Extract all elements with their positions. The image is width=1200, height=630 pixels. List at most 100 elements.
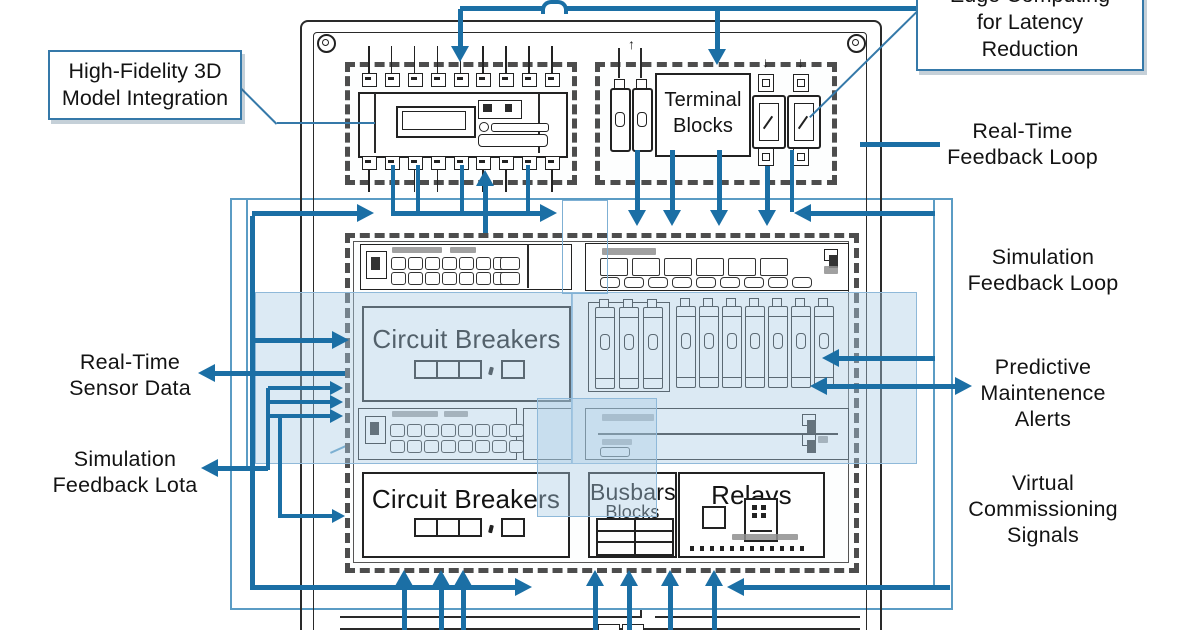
circuit-breakers-mid-box: Circuit Breakers	[362, 306, 571, 402]
wire-lower-left-vertical	[278, 416, 282, 518]
square-glyph	[501, 518, 525, 537]
terminal-cell	[475, 440, 490, 453]
terminal	[430, 46, 446, 87]
wire-bottom-up-1	[402, 585, 407, 630]
relay-dot	[800, 546, 804, 551]
square-glyph	[501, 360, 525, 379]
breaker-module	[595, 299, 615, 389]
cabinet-outer-frame	[300, 20, 882, 630]
strip4-right-mark-1	[802, 414, 816, 433]
callout-high-fidelity: High-Fidelity 3D Model Integration	[48, 50, 242, 120]
relay-dot	[720, 546, 724, 551]
arrowhead-right-lower	[332, 509, 345, 523]
breaker-switch-2	[787, 95, 821, 149]
loop-bottom-line	[230, 608, 953, 610]
arrowhead-left-sensor	[198, 364, 215, 382]
strip1-text-smudge-2	[450, 247, 476, 253]
wire-right-into-breakers-a	[838, 356, 935, 361]
relay-dot	[690, 546, 694, 551]
breaker-module	[619, 299, 639, 389]
loop-right-line-1	[933, 198, 935, 588]
terminal-cell	[459, 272, 474, 285]
terminal-cell	[408, 257, 423, 270]
terminal	[430, 156, 446, 192]
arrowhead-right-stack-2	[330, 395, 343, 409]
loop-top-line	[230, 198, 953, 200]
terminal-blocks-line2: Blocks	[672, 115, 734, 137]
wire-bottom-up-5	[627, 585, 632, 630]
busbars-title-line1: Busbars	[590, 479, 676, 505]
screw-icon-left	[317, 34, 336, 53]
terminal-cell	[424, 424, 439, 437]
breaker-switch-1	[752, 95, 786, 149]
callout-high-fidelity-line1: High-Fidelity 3D	[68, 59, 222, 83]
loop-left-line-2	[246, 198, 248, 470]
terminal	[522, 46, 538, 87]
wire-up-into-plc	[483, 186, 488, 233]
circuit-breakers-bottom-box: Circuit Breakers	[362, 472, 570, 558]
terminal-cell	[672, 277, 692, 288]
terminal	[476, 46, 492, 87]
busbars-box: Busbars Blocks	[588, 472, 677, 558]
arrowhead-up-plc	[476, 170, 494, 186]
comma-glyph	[488, 524, 494, 534]
terminal-cell	[476, 257, 491, 270]
callout-high-fidelity-line2: Model Integration	[61, 85, 229, 110]
busbar-icon-1	[596, 518, 636, 556]
bottom-clipped-box-1	[598, 624, 620, 630]
relay-dot	[740, 546, 744, 551]
arrowhead-left-breakers-b	[810, 377, 827, 395]
terminal-cell	[760, 258, 788, 276]
terminal	[453, 46, 469, 87]
terminal-cell	[768, 277, 788, 288]
terminal-cell	[407, 440, 422, 453]
terminal-cell	[425, 257, 440, 270]
breaker-array	[676, 298, 834, 388]
callout-edge-computing-line2: for Latency Reduction	[976, 9, 1084, 61]
terminal-cell	[632, 258, 660, 276]
relay-square	[702, 506, 726, 529]
strip2-cells-wide	[600, 258, 788, 276]
label-predictive-maintenance: Predictive Maintenence Alerts	[968, 354, 1118, 433]
label-line: Alerts	[1014, 407, 1072, 432]
terminal-cell	[475, 424, 490, 437]
arrowhead-right-center	[540, 204, 557, 222]
terminal	[362, 46, 377, 87]
strip2-cells-small	[600, 277, 812, 288]
wire-drop-right	[715, 9, 720, 50]
wire-left-feed-vertical	[266, 388, 270, 470]
breaker-module	[768, 298, 788, 388]
label-real-time-feedback: Real-Time Feedback Loop	[940, 118, 1105, 170]
overlay-connector-box	[562, 200, 608, 294]
square-glyph	[458, 360, 482, 379]
relay-dot	[710, 546, 714, 551]
terminal-cell	[442, 272, 457, 285]
cabinet-inner-frame	[313, 32, 867, 630]
strip1-cells-row-a	[391, 257, 508, 270]
switch-terminal-bottom-1	[758, 148, 774, 166]
terminal	[545, 46, 560, 87]
switch-terminal-top-2	[793, 74, 809, 92]
terminal-cell	[744, 277, 764, 288]
wire-bottom-up-3	[461, 585, 466, 630]
wire-sensor-out	[215, 371, 345, 376]
terminal-cell	[648, 277, 668, 288]
breaker-group-box	[588, 299, 670, 392]
busbars-title-line2: Blocks	[605, 502, 660, 522]
arrowhead-left-breakers-a	[822, 349, 839, 367]
callout-edge-computing: Edge Computing for Latency Reduction	[916, 0, 1144, 71]
arrowhead-down-mid-1	[628, 210, 646, 226]
strip3-cells-row-a	[390, 424, 524, 437]
relay-dot	[700, 546, 704, 551]
terminal-cell	[390, 424, 405, 437]
label-line: Predictive	[994, 355, 1092, 379]
strip2-text-smudge	[602, 248, 656, 255]
strip4-text-smudge-1	[602, 414, 654, 421]
label-line: Commissioning	[968, 497, 1118, 522]
strip3-text-smudge-1	[392, 411, 438, 417]
relays-dot-row	[690, 546, 804, 551]
down-arrow-glyph-1: ↓	[762, 54, 769, 70]
terminal-cell	[792, 277, 812, 288]
strip1-cell-separate-b	[500, 272, 520, 285]
terminal	[476, 156, 492, 192]
